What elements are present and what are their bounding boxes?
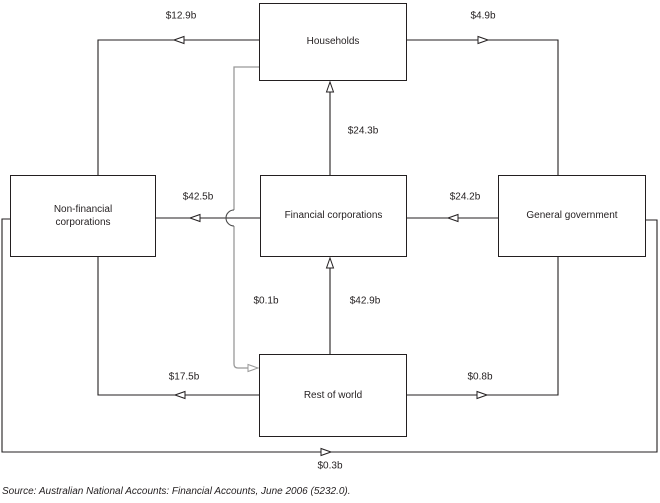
arrowhead-right-0-3b [320, 447, 333, 457]
flow-amount-households-to-rest-of-world: $0.1b [253, 295, 279, 307]
flow-amount-rest-of-world-to-general-government: $0.8b [467, 371, 493, 383]
arrowhead-right-0-8b [476, 390, 489, 400]
arrowhead-left-17-5b [173, 390, 186, 400]
flow-amount-rest-of-world-to-nonfinancial: $17.5b [168, 371, 200, 383]
arrowhead-right-4-9b [477, 35, 490, 45]
node-households-label: Households [306, 36, 360, 48]
node-non-financial-corporations: Non-financial corporations [10, 175, 156, 257]
node-financial-corporations: Financial corporations [260, 175, 407, 257]
arrowhead-up-24-3b [325, 80, 335, 93]
node-households: Households [259, 3, 407, 81]
flow-amount-financial-to-nonfinancial: $42.5b [182, 191, 214, 203]
flow-line-households-to-general-government [407, 39, 559, 175]
flow-line-households-to-rest-of-world-upper [233, 66, 259, 210]
arrowhead-right-0-1b [247, 363, 260, 373]
node-general-government: General government [498, 175, 646, 257]
arrowhead-left-24-2b [446, 213, 459, 223]
arrowhead-left-12-9b [172, 35, 185, 45]
flow-amount-financial-to-households: $24.3b [347, 125, 379, 137]
node-rest-of-world-label: Rest of world [303, 389, 363, 401]
flow-line-households-to-nonfinancial [97, 39, 259, 175]
source-note: Source: Australian National Accounts: Fi… [2, 486, 351, 497]
node-financial-corporations-label: Financial corporations [284, 210, 383, 222]
flow-amount-households-to-general-government: $4.9b [470, 10, 496, 22]
flow-amount-households-to-nonfinancial: $12.9b [165, 10, 197, 22]
node-general-government-label: General government [526, 210, 618, 222]
flow-amount-rest-of-world-to-financial: $42.9b [349, 295, 381, 307]
node-non-financial-corporations-label: Non-financial corporations [53, 203, 113, 229]
flow-line-rest-of-world-to-general-government [407, 257, 559, 396]
flow-line-households-to-rest-of-world-lower [233, 226, 250, 369]
line-jump-arc [225, 209, 235, 227]
flow-amount-nonfinancial-to-general-government: $0.3b [317, 460, 343, 472]
arrowhead-left-42-5b [188, 213, 201, 223]
arrowhead-up-42-9b [325, 256, 335, 269]
node-rest-of-world: Rest of world [259, 354, 407, 437]
flow-amount-general-government-to-financial: $24.2b [449, 191, 481, 203]
flow-line-rest-of-world-to-nonfinancial [97, 257, 259, 396]
